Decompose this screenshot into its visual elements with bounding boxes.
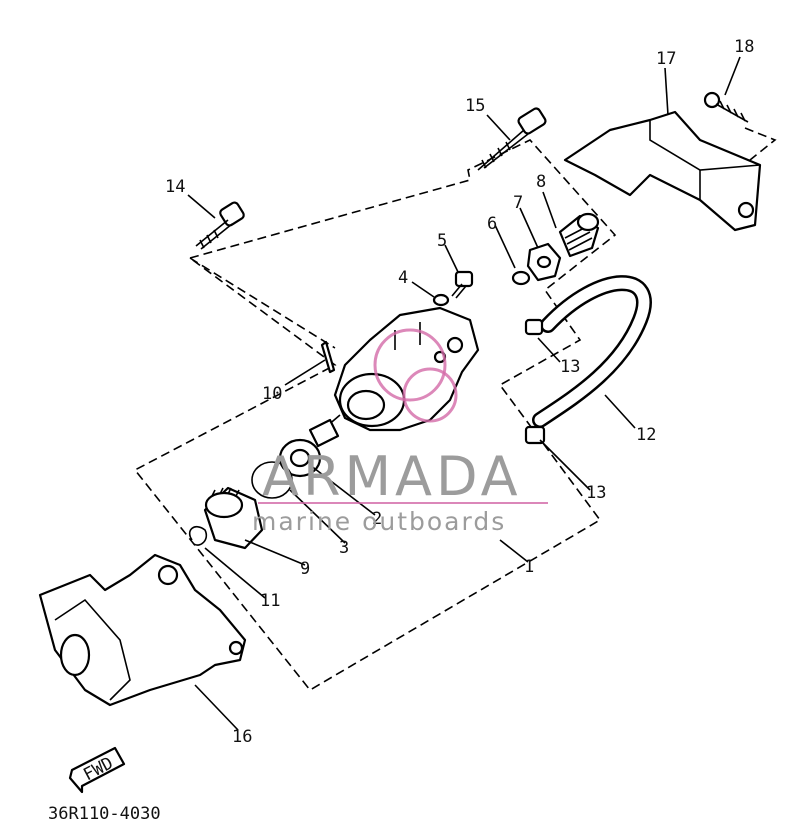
pin-10	[320, 340, 336, 374]
leader-lines	[187, 56, 741, 731]
part-label-8: 8	[536, 172, 546, 192]
part-label-9: 9	[300, 559, 310, 579]
cover-bracket-17	[563, 110, 762, 232]
part-label-15: 15	[465, 96, 485, 116]
gear-9	[203, 486, 264, 550]
watermark-title: ARMADA	[262, 445, 522, 508]
clamp-13-upper	[524, 318, 544, 336]
housing-16	[38, 553, 247, 707]
assembly-outline	[133, 139, 617, 692]
part-label-13-upper: 13	[560, 357, 580, 377]
part-label-1: 1	[524, 557, 534, 577]
watermark-accent	[373, 328, 458, 423]
part-label-4: 4	[398, 268, 408, 288]
fwd-arrow-icon: FWD	[68, 746, 126, 794]
part-label-3: 3	[339, 538, 349, 558]
part-label-16: 16	[232, 727, 252, 747]
bearing-2	[278, 438, 322, 478]
bracket-leader	[744, 127, 777, 161]
screw-18	[703, 91, 749, 123]
part-label-17: 17	[656, 49, 676, 69]
part-labels: 1 2 3 4 5 6 7 8 9 10 11 12 13 13 14 15 1…	[165, 37, 754, 747]
part-label-12: 12	[636, 425, 656, 445]
drawing-code: 36R110-4030	[48, 804, 161, 824]
part-label-7: 7	[513, 193, 523, 213]
part-label-2: 2	[372, 509, 382, 529]
part-label-11: 11	[260, 591, 280, 611]
part-label-14: 14	[165, 177, 185, 197]
circlip-11	[188, 525, 208, 546]
part-label-18: 18	[734, 37, 754, 57]
bolt-15	[477, 107, 547, 171]
clamp-13-lower	[524, 425, 546, 445]
bolt-14	[195, 201, 245, 250]
hose-12	[532, 275, 652, 428]
part-label-5: 5	[437, 231, 447, 251]
watermark: ARMADA marine outboards	[252, 445, 548, 536]
part-label-6: 6	[487, 214, 497, 234]
pump-body	[308, 306, 480, 448]
washer-6	[511, 270, 531, 286]
bolt-14-leader	[189, 257, 336, 349]
screw-5	[451, 270, 474, 299]
plug-8	[558, 212, 600, 258]
o-ring-3	[251, 461, 293, 499]
part-label-10: 10	[262, 384, 282, 404]
part-label-13-lower: 13	[586, 483, 606, 503]
washer-4	[432, 293, 450, 307]
nut-7	[526, 242, 562, 282]
watermark-subtitle: marine outboards	[252, 507, 506, 536]
